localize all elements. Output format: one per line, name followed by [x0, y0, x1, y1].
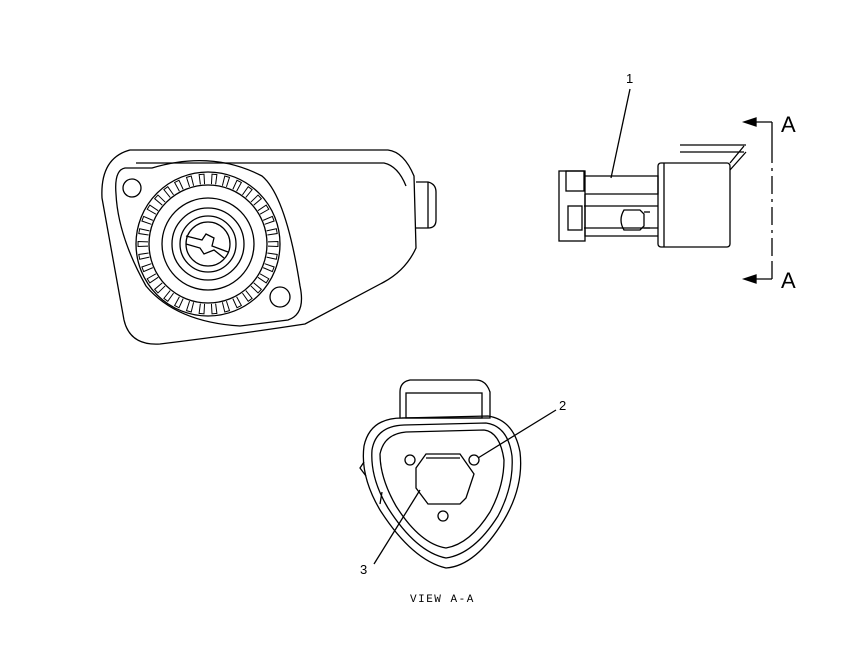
gear-tooth	[153, 194, 166, 206]
terminal-cavity-right	[468, 454, 480, 466]
gear-tooth	[173, 296, 184, 309]
section-cut-line	[741, 117, 773, 284]
gear-tooth	[232, 296, 243, 309]
terminal-cavity-left	[404, 454, 416, 466]
mounting-hole-top-left	[122, 178, 142, 198]
face-middle-shell	[371, 422, 513, 559]
section-letter-top: A	[781, 112, 796, 137]
callout-1-leader	[610, 88, 631, 179]
callout-2-label: 2	[559, 398, 566, 413]
gear-tooth	[266, 228, 278, 236]
connector-terminal-window	[567, 205, 583, 231]
face-left-ledge	[359, 461, 383, 505]
gear-tooth	[221, 300, 231, 313]
face-latch-inner	[405, 392, 483, 419]
callout-2-leader	[477, 409, 557, 459]
gear-tooth	[141, 263, 154, 273]
gear-tooth	[267, 241, 279, 247]
mounting-flange	[115, 160, 303, 327]
connector-rear-body	[657, 162, 731, 248]
gear-tooth	[163, 185, 174, 198]
gear-tooth	[138, 252, 150, 260]
section-letter-bottom: A	[781, 268, 796, 293]
face-center-cavity	[415, 453, 475, 505]
connector-terminal-pin	[620, 209, 645, 231]
gear-tooth	[221, 175, 231, 188]
gear-tooth	[262, 263, 275, 273]
connector-face-view	[359, 379, 522, 569]
sensor-housing-inner-edge	[136, 162, 407, 187]
hub-ring-3	[185, 221, 231, 267]
gear-ring-outer	[135, 171, 281, 317]
gear-tooth	[185, 300, 195, 313]
mounting-hole-bottom-right	[269, 286, 291, 308]
section-arrow-top-head	[741, 117, 757, 127]
gear-tooth	[257, 273, 270, 284]
gear-tooth	[242, 290, 253, 303]
hub-ring-2	[179, 215, 237, 273]
side-connector-nub	[416, 181, 437, 229]
connector-wire-seal	[680, 144, 747, 171]
gear-tooth	[232, 179, 243, 192]
gear-tooth	[198, 303, 206, 315]
gear-tooth	[163, 290, 174, 303]
hub-ring-1	[171, 207, 245, 281]
gear-tooth	[210, 303, 218, 315]
gear-tooth	[146, 273, 159, 284]
gear-tooth	[153, 282, 166, 294]
shaft-slot	[185, 233, 229, 259]
gear-tooth	[266, 252, 278, 260]
sensor-housing-outline	[101, 149, 417, 345]
gear-tooth	[185, 175, 195, 188]
face-inner-shell	[379, 429, 505, 549]
gear-tooth	[138, 228, 150, 236]
gear-tooth	[262, 215, 275, 225]
gear-ring-inner	[148, 184, 268, 304]
terminal-cavity-bottom	[437, 510, 449, 522]
gear-tooth	[250, 282, 263, 294]
callout-3-label: 3	[360, 562, 367, 577]
face-latch-block	[399, 379, 491, 419]
gear-tooth	[242, 185, 253, 198]
gear-tooth	[250, 194, 263, 206]
face-outer-shell	[362, 415, 522, 569]
gear-tooth	[257, 204, 270, 215]
gear-tooth	[173, 179, 184, 192]
callout-1-label: 1	[626, 71, 633, 86]
gear-tooth	[210, 173, 218, 185]
gear-tooth	[146, 204, 159, 215]
callout-3-leader	[373, 489, 421, 565]
section-arrow-bottom-head	[741, 274, 757, 284]
connector-latch-tab	[565, 170, 585, 192]
connector-side-view	[558, 144, 747, 248]
sensor-body	[101, 149, 437, 345]
hub-outer	[161, 197, 255, 291]
gear-tooth	[137, 241, 149, 247]
gear-tooth	[141, 215, 154, 225]
gear-teeth	[137, 173, 279, 315]
view-label: VIEW A-A	[410, 594, 475, 606]
gear-tooth	[198, 173, 206, 185]
